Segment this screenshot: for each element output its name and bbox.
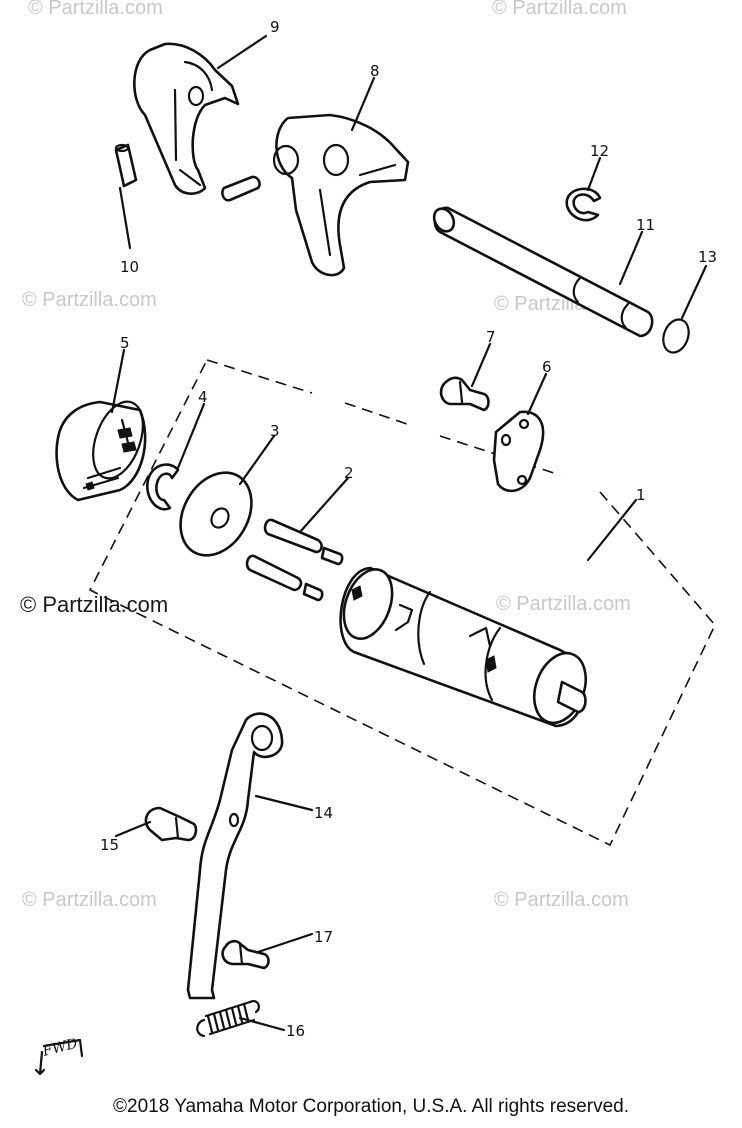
callout-8: 8 bbox=[370, 62, 380, 80]
watermark: © Partzilla.com bbox=[28, 0, 163, 19]
callout-13: 13 bbox=[698, 248, 717, 266]
circlip-4 bbox=[146, 463, 180, 511]
callout-numbers: 1 2 3 4 5 6 7 8 9 10 11 12 13 14 15 16 1… bbox=[100, 18, 717, 1040]
callout-2: 2 bbox=[344, 464, 354, 482]
shift-fork-8 bbox=[272, 113, 410, 277]
callout-12: 12 bbox=[590, 142, 609, 160]
bolt-17 bbox=[221, 939, 270, 970]
callout-7: 7 bbox=[486, 328, 496, 346]
watermark: © Partzilla.com bbox=[492, 0, 627, 19]
leader-lines bbox=[110, 34, 708, 1032]
callout-14: 14 bbox=[314, 804, 333, 822]
callout-3: 3 bbox=[270, 422, 280, 440]
circlip-12 bbox=[565, 187, 602, 222]
screw-7 bbox=[439, 376, 490, 412]
watermark: © Partzilla.com bbox=[494, 889, 629, 911]
callout-5: 5 bbox=[120, 334, 130, 352]
callout-4: 4 bbox=[198, 388, 208, 406]
spring-16 bbox=[196, 1000, 260, 1038]
forward-arrow-icon: FWD bbox=[34, 1036, 84, 1076]
washer-3 bbox=[179, 471, 253, 557]
watermark-prominent: © Partzilla.com bbox=[20, 592, 168, 617]
watermark: © Partzilla.com bbox=[22, 289, 157, 311]
callout-15: 15 bbox=[100, 836, 119, 854]
callout-17: 17 bbox=[314, 928, 333, 946]
guide-bar-11 bbox=[432, 206, 654, 338]
callout-10: 10 bbox=[120, 258, 139, 276]
callout-16: 16 bbox=[286, 1022, 305, 1040]
shift-drum-1 bbox=[339, 566, 587, 728]
bearing-5 bbox=[55, 400, 147, 502]
o-ring-13 bbox=[662, 318, 690, 354]
callout-11: 11 bbox=[636, 216, 655, 234]
callout-9: 9 bbox=[270, 18, 280, 36]
cap-15 bbox=[144, 806, 198, 842]
stopper-plate-6 bbox=[492, 410, 545, 493]
callout-1: 1 bbox=[636, 486, 646, 504]
watermark: © Partzilla.com bbox=[496, 593, 631, 615]
callout-6: 6 bbox=[542, 358, 552, 376]
shift-pedal-14 bbox=[186, 712, 284, 1000]
guide-pin-10 bbox=[114, 143, 261, 202]
watermark: © Partzilla.com bbox=[22, 889, 157, 911]
shift-fork-9 bbox=[133, 42, 240, 195]
cam-pins-2 bbox=[245, 518, 344, 602]
assembly-boundary bbox=[88, 359, 716, 847]
fwd-label: FWD bbox=[40, 1036, 79, 1060]
copyright-notice: ©2018 Yamaha Motor Corporation, U.S.A. A… bbox=[113, 1096, 629, 1117]
